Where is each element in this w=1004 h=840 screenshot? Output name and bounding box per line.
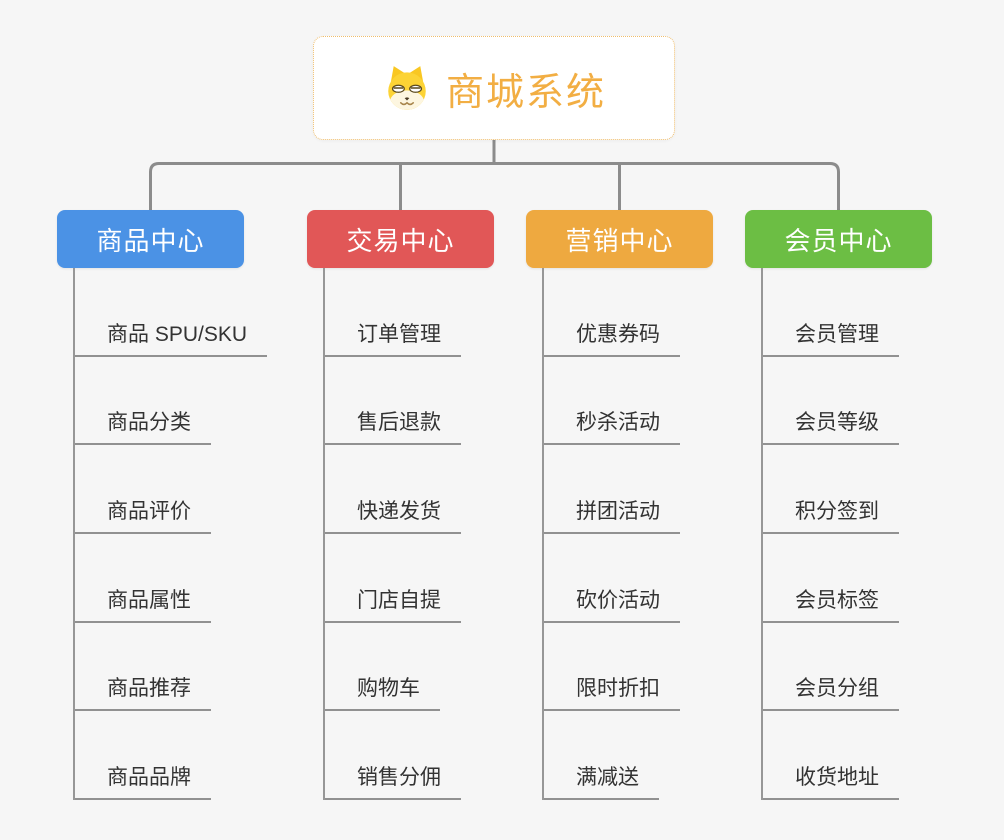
leaf-item[interactable]: 限时折扣 xyxy=(542,672,680,712)
leaf-item-row: 砍价活动 xyxy=(542,534,680,623)
leaf-item[interactable]: 商品品牌 xyxy=(73,761,211,801)
branch-column: 营销中心 优惠券码 秒杀活动 拼团活动 砍价活动 限时折扣 满减送 xyxy=(526,210,786,810)
branch-leaves: 会员管理 会员等级 积分签到 会员标签 会员分组 收货地址 xyxy=(761,268,899,801)
leaf-item[interactable]: 积分签到 xyxy=(761,495,899,535)
leaf-item-row: 商品属性 xyxy=(73,534,267,623)
leaf-item-row: 商品品牌 xyxy=(73,711,267,801)
leaf-item[interactable]: 优惠券码 xyxy=(542,318,680,357)
leaf-item[interactable]: 满减送 xyxy=(542,761,659,801)
leaf-item[interactable]: 商品 SPU/SKU xyxy=(73,318,268,357)
leaf-item[interactable]: 秒杀活动 xyxy=(542,406,680,446)
leaf-item-row: 门店自提 xyxy=(323,534,461,623)
leaf-item[interactable]: 购物车 xyxy=(323,672,440,712)
leaf-item-row: 会员管理 xyxy=(761,268,899,357)
leaf-item[interactable]: 商品属性 xyxy=(73,584,211,623)
leaf-item-row: 订单管理 xyxy=(323,268,461,357)
branch-header[interactable]: 营销中心 xyxy=(526,210,713,268)
leaf-item[interactable]: 会员分组 xyxy=(761,672,899,712)
leaf-item[interactable]: 砍价活动 xyxy=(542,584,680,623)
leaf-item[interactable]: 会员标签 xyxy=(761,584,899,623)
leaf-item-row: 购物车 xyxy=(323,623,461,712)
branch-label: 商品中心 xyxy=(96,225,205,256)
leaf-item[interactable]: 销售分佣 xyxy=(323,761,461,801)
branch-header[interactable]: 会员中心 xyxy=(745,210,932,268)
leaf-item[interactable]: 拼团活动 xyxy=(542,495,680,535)
leaf-item[interactable]: 商品推荐 xyxy=(73,672,211,712)
leaf-item[interactable]: 快递发货 xyxy=(323,495,461,535)
leaf-item-row: 积分签到 xyxy=(761,445,899,535)
leaf-item-row: 快递发货 xyxy=(323,445,461,535)
branch-column: 会员中心 会员管理 会员等级 积分签到 会员标签 会员分组 收货地址 xyxy=(745,210,1004,810)
leaf-item-row: 满减送 xyxy=(542,711,680,801)
leaf-item-row: 商品 SPU/SKU xyxy=(73,268,268,357)
branch-leaves: 订单管理 售后退款 快递发货 门店自提 购物车 销售分佣 xyxy=(323,268,461,801)
leaf-item-row: 销售分佣 xyxy=(323,711,461,801)
leaf-item-row: 收货地址 xyxy=(761,711,899,801)
shiba-dog-icon xyxy=(382,63,432,113)
leaf-item[interactable]: 收货地址 xyxy=(761,761,899,801)
leaf-item-row: 优惠券码 xyxy=(542,268,680,357)
leaf-item[interactable]: 商品分类 xyxy=(73,406,211,446)
branch-label: 营销中心 xyxy=(565,225,674,256)
leaf-item-row: 售后退款 xyxy=(323,357,461,446)
branch-leaves: 商品 SPU/SKU 商品分类 商品评价 商品属性 商品推荐 商品品牌 xyxy=(73,268,268,801)
leaf-item[interactable]: 订单管理 xyxy=(323,318,461,357)
leaf-item[interactable]: 会员等级 xyxy=(761,406,899,446)
leaf-item-row: 会员等级 xyxy=(761,357,899,446)
branch-label: 交易中心 xyxy=(346,225,455,256)
leaf-item-row: 商品评价 xyxy=(73,445,267,535)
leaf-item[interactable]: 售后退款 xyxy=(323,406,461,446)
leaf-item-row: 会员分组 xyxy=(761,623,899,712)
branch-label: 会员中心 xyxy=(784,225,893,256)
root-node[interactable]: 商城系统 xyxy=(313,36,675,140)
leaf-item-row: 拼团活动 xyxy=(542,445,680,535)
branch-leaves: 优惠券码 秒杀活动 拼团活动 砍价活动 限时折扣 满减送 xyxy=(542,268,680,801)
leaf-item[interactable]: 商品评价 xyxy=(73,495,211,535)
branch-column: 交易中心 订单管理 售后退款 快递发货 门店自提 购物车 销售分佣 xyxy=(307,210,567,810)
root-title: 商城系统 xyxy=(445,71,606,114)
leaf-item-row: 商品分类 xyxy=(73,357,267,446)
branch-column: 商品中心 商品 SPU/SKU 商品分类 商品评价 商品属性 商品推荐 商品品牌 xyxy=(57,210,317,810)
branch-header[interactable]: 交易中心 xyxy=(307,210,494,268)
leaf-item[interactable]: 会员管理 xyxy=(761,318,899,357)
leaf-item-row: 商品推荐 xyxy=(73,623,267,712)
leaf-item-row: 秒杀活动 xyxy=(542,357,680,446)
leaf-item[interactable]: 门店自提 xyxy=(323,584,461,623)
branch-header[interactable]: 商品中心 xyxy=(57,210,244,268)
leaf-item-row: 限时折扣 xyxy=(542,623,680,712)
leaf-item-row: 会员标签 xyxy=(761,534,899,623)
